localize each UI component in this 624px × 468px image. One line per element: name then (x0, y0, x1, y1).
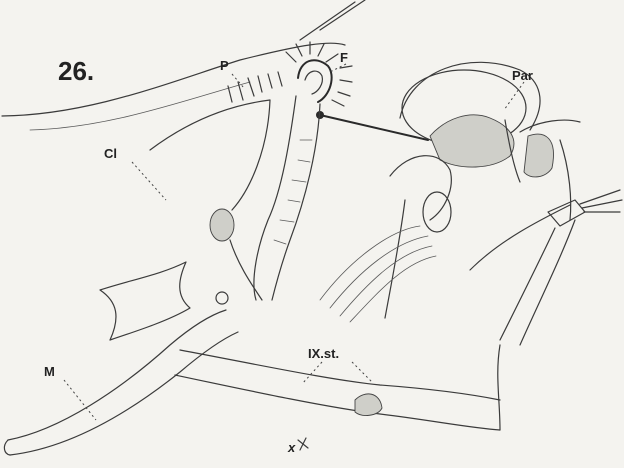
par-tip-shade (524, 134, 553, 177)
outline-top-wall (2, 43, 345, 116)
leader-ix-right (352, 362, 372, 382)
upper-rod-2 (320, 0, 365, 30)
ix-sternite-end (498, 345, 500, 430)
outline-top-wall-inner (30, 82, 250, 130)
disc-structure (210, 209, 234, 241)
ix-sternite-lower (175, 375, 500, 430)
upper-rod (300, 2, 355, 40)
f-lobe-inner (305, 71, 322, 94)
m-rod-lower (10, 332, 238, 455)
apodeme-right (390, 156, 451, 220)
x-mark (298, 438, 308, 450)
label-f: F (340, 50, 348, 65)
par-shaded-body (430, 115, 514, 167)
ix-sternite-upper (180, 350, 500, 400)
leader-m (64, 380, 96, 420)
leader-cl (132, 162, 166, 200)
spine-row-p (228, 72, 282, 102)
connecting-bar (320, 115, 428, 140)
right-appendage-bristles (580, 190, 622, 212)
leader-p (232, 74, 244, 88)
genital-arm-hatch (274, 140, 312, 244)
par-curved-claw (520, 120, 580, 132)
genital-arm-outer (254, 96, 296, 300)
m-rod-upper (8, 310, 226, 440)
label-p: P (220, 58, 229, 73)
genital-arm-inner (272, 104, 320, 300)
apodeme-stalk (385, 200, 405, 318)
label-cl: Cl (104, 146, 117, 161)
label-par: Par (512, 68, 533, 83)
figure-number: 26. (58, 56, 94, 86)
label-x: x (287, 440, 296, 455)
muscle-bundle (320, 226, 436, 322)
m-hook-plate (100, 262, 190, 340)
label-ix-st: IX.st. (308, 346, 339, 361)
small-knob (216, 292, 228, 304)
right-segment-lower (470, 205, 570, 270)
right-appendage-rod (500, 228, 555, 340)
label-m: M (44, 364, 55, 379)
ix-sternite-flap (355, 394, 382, 416)
apodeme-knob (423, 192, 451, 232)
m-rod-tip (4, 440, 10, 455)
cl-lobe (150, 100, 270, 210)
f-lobe-outline (298, 60, 332, 102)
leader-ix-left (302, 362, 322, 384)
disc-stalk (230, 240, 262, 300)
